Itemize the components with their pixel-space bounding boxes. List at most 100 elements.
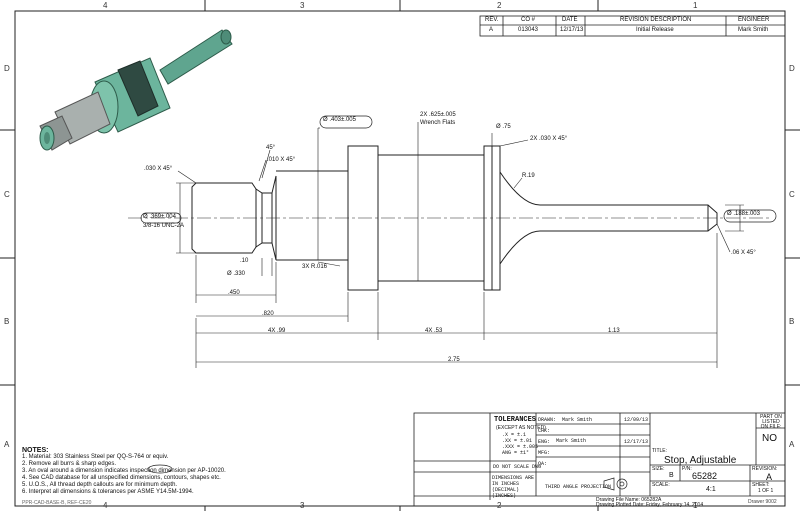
- plotted-date: Drawing Plotted Date: Friday, February 1…: [596, 502, 704, 508]
- note-oval-symbol: [147, 464, 173, 474]
- part-number: 65282: [692, 471, 718, 481]
- zone-top-1: 1: [693, 1, 698, 10]
- drawn-date: 12/09/13: [624, 417, 649, 423]
- footer-right: Drawer 9002: [748, 499, 777, 505]
- dim-flange-dia: Ø .75: [496, 124, 511, 130]
- rev-header-engineer: ENGINEER: [738, 17, 770, 23]
- note-item: 1. Material: 303 Stainless Steel per QQ-…: [22, 454, 169, 460]
- title-block-grid: [413, 412, 786, 507]
- dim-wrench-flats: Wrench Flats: [420, 120, 456, 126]
- isometric-view: [39, 29, 233, 151]
- rev-value-date: 12/17/13: [560, 27, 584, 33]
- revision-value: A: [766, 472, 773, 482]
- zone-right-c: C: [789, 190, 795, 199]
- drawn-label: DRAWN:: [538, 417, 557, 423]
- note-item: 5. U.O.S., All thread depth callouts are…: [22, 482, 178, 488]
- zone-bottom-2: 2: [497, 501, 502, 510]
- scale-value: 4:1: [706, 486, 716, 493]
- zone-left-c: C: [4, 190, 10, 199]
- dim-length-99: 4X .99: [268, 328, 286, 334]
- revision-label: REVISION:: [752, 466, 778, 472]
- zone-top-4: 4: [103, 1, 108, 10]
- pn-label: P/N:: [682, 466, 692, 472]
- zone-bottom-1: 1: [693, 501, 698, 510]
- rev-value-desc: Initial Release: [636, 27, 674, 33]
- dim-fillet-r: R.19: [522, 173, 535, 179]
- third-angle-label: THIRD ANGLE PROJECTION: [545, 484, 612, 490]
- tolerances-title: TOLERANCES: [494, 416, 537, 424]
- zone-right-a: A: [789, 440, 795, 449]
- zone-bottom-3: 3: [300, 501, 305, 510]
- zone-right-b: B: [789, 317, 795, 326]
- note-item: 4. See CAD database for all unspecified …: [22, 475, 221, 481]
- dim-tip-chamfer: .06 X 45°: [731, 250, 756, 256]
- tolerance-angle: ANG = ±1°: [502, 450, 530, 456]
- do-not-scale: DO NOT SCALE DWG: [493, 464, 542, 470]
- rev-header-rev: REV.: [485, 17, 499, 23]
- dim-groove-dia: Ø .330: [227, 271, 246, 277]
- size-value: B: [669, 472, 674, 479]
- dim-units-note: DIMENSIONS ARE IN INCHES (DECIMAL) (INCH…: [492, 475, 535, 499]
- note-item: 2. Remove all burrs & sharp edges.: [22, 461, 117, 467]
- tolerance-xxx: .XXX = ±.005: [502, 444, 539, 450]
- rev-header-date: DATE: [562, 17, 578, 23]
- tolerances-sub: (EXCEPT AS NOTED): [496, 425, 546, 431]
- notes-title: NOTES:: [22, 447, 49, 454]
- size-label: SIZE:: [652, 466, 665, 472]
- dim-groove-angle: 45°: [266, 145, 276, 151]
- eng-date: 12/17/13: [624, 439, 649, 445]
- qa-label: QA:: [538, 461, 548, 467]
- dim-groove-chamfer: .010 X 45°: [267, 157, 296, 163]
- dim-groove-width: .10: [240, 258, 249, 264]
- part-profile: [128, 145, 772, 291]
- drawn-by: Mark Smith: [562, 417, 593, 423]
- part-on-file-label: PART ON LISTED ON FILE:: [760, 414, 782, 430]
- drawing-file-name: Drawing File Name: 065282A: [596, 497, 662, 503]
- zone-right-d: D: [789, 64, 795, 73]
- dim-chamfer-left: .030 X 45°: [144, 166, 173, 172]
- dim-wrench-flats-qty: 2X .625±.005: [420, 112, 456, 118]
- zone-top-3: 3: [300, 1, 305, 10]
- dim-length-275: 2.75: [448, 357, 460, 363]
- zone-left-b: B: [4, 317, 10, 326]
- zone-bottom-4: 4: [103, 501, 108, 510]
- note-item: 6. Interpret all dimensions & tolerances…: [22, 489, 194, 495]
- eng-by: Mark Smith: [556, 438, 587, 444]
- chk-label: CHK:: [538, 428, 551, 434]
- dim-radius-3x: 3X R.016: [302, 264, 328, 270]
- dimension-lines: [176, 122, 744, 368]
- title-label: TITLE:: [652, 448, 668, 454]
- dim-thread-dia: Ø .369±.004: [143, 214, 176, 220]
- drawing-title: Stop, Adjustable: [664, 455, 737, 466]
- eng-label: ENG:: [538, 439, 551, 445]
- dim-body-dia: Ø .403±.005: [323, 117, 356, 123]
- mfg-label: MFG:: [538, 450, 551, 456]
- sheet-value: 1 OF 1: [758, 488, 774, 494]
- third-angle-symbol: [603, 477, 628, 491]
- revision-table-grid: [479, 15, 786, 37]
- dim-length-820: .820: [262, 311, 274, 317]
- dim-length-53: 4X .53: [425, 328, 443, 334]
- scale-label: SCALE:: [652, 482, 670, 488]
- dim-stem-dia: Ø .188±.003: [727, 211, 760, 217]
- dim-flange-chamfer: 2X .030 X 45°: [530, 136, 568, 142]
- rev-value-engineer: Mark Smith: [738, 27, 769, 33]
- footer-left: PPR-CAD-BASE-B, REF-CE20: [22, 500, 92, 506]
- dim-thread-spec: 3/8-16 UNC-2A: [143, 223, 185, 229]
- rev-header-co: CO #: [521, 17, 536, 23]
- notes-block: NOTES: 1. Material: 303 Stainless Steel …: [22, 447, 402, 496]
- zone-left-d: D: [4, 64, 10, 73]
- dim-length-113: 1.13: [608, 328, 620, 334]
- rev-value-rev: A: [489, 27, 494, 33]
- note-item: 3. An oval around a dimension indicates …: [22, 468, 226, 474]
- zone-left-a: A: [4, 440, 10, 449]
- sheet-label: SHEET:: [752, 482, 770, 488]
- rev-value-co: 013043: [518, 27, 539, 33]
- inspection-balloons: [140, 115, 777, 224]
- dim-length-450: .450: [228, 290, 240, 296]
- zone-top-2: 2: [497, 1, 502, 10]
- tolerance-x: .X = ±.1: [502, 432, 527, 438]
